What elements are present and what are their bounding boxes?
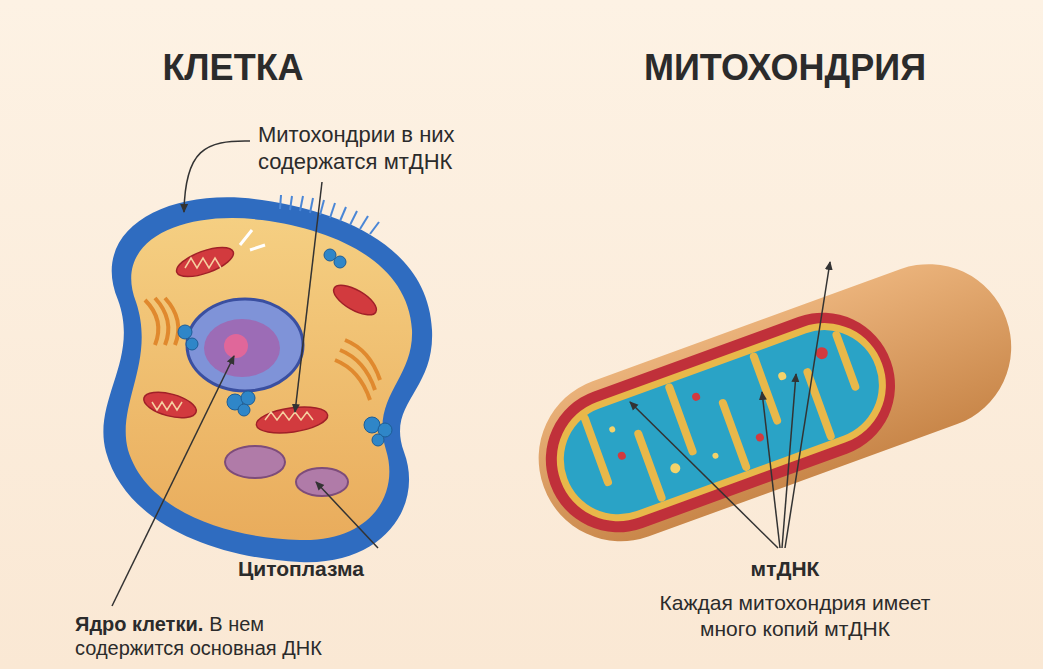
part-label: мтДНК	[700, 556, 870, 582]
section-heading: МИТОХОНДРИЯ	[585, 46, 985, 90]
part-label: Ядро клетки.	[75, 613, 203, 635]
callout-text: Митохондрии в них содержатся мтДНК	[258, 122, 538, 176]
mitochondrion-drawing	[516, 241, 1035, 564]
leader-lines	[112, 141, 830, 606]
callout-text: Каждая митохондрия имеет много копий мтД…	[640, 590, 950, 641]
callout-text: Ядро клетки.В нем содержится основная ДН…	[75, 612, 350, 660]
cell-drawing	[103, 195, 432, 562]
section-heading: КЛЕТКА	[83, 46, 383, 90]
part-label: Цитоплазма	[238, 556, 438, 582]
